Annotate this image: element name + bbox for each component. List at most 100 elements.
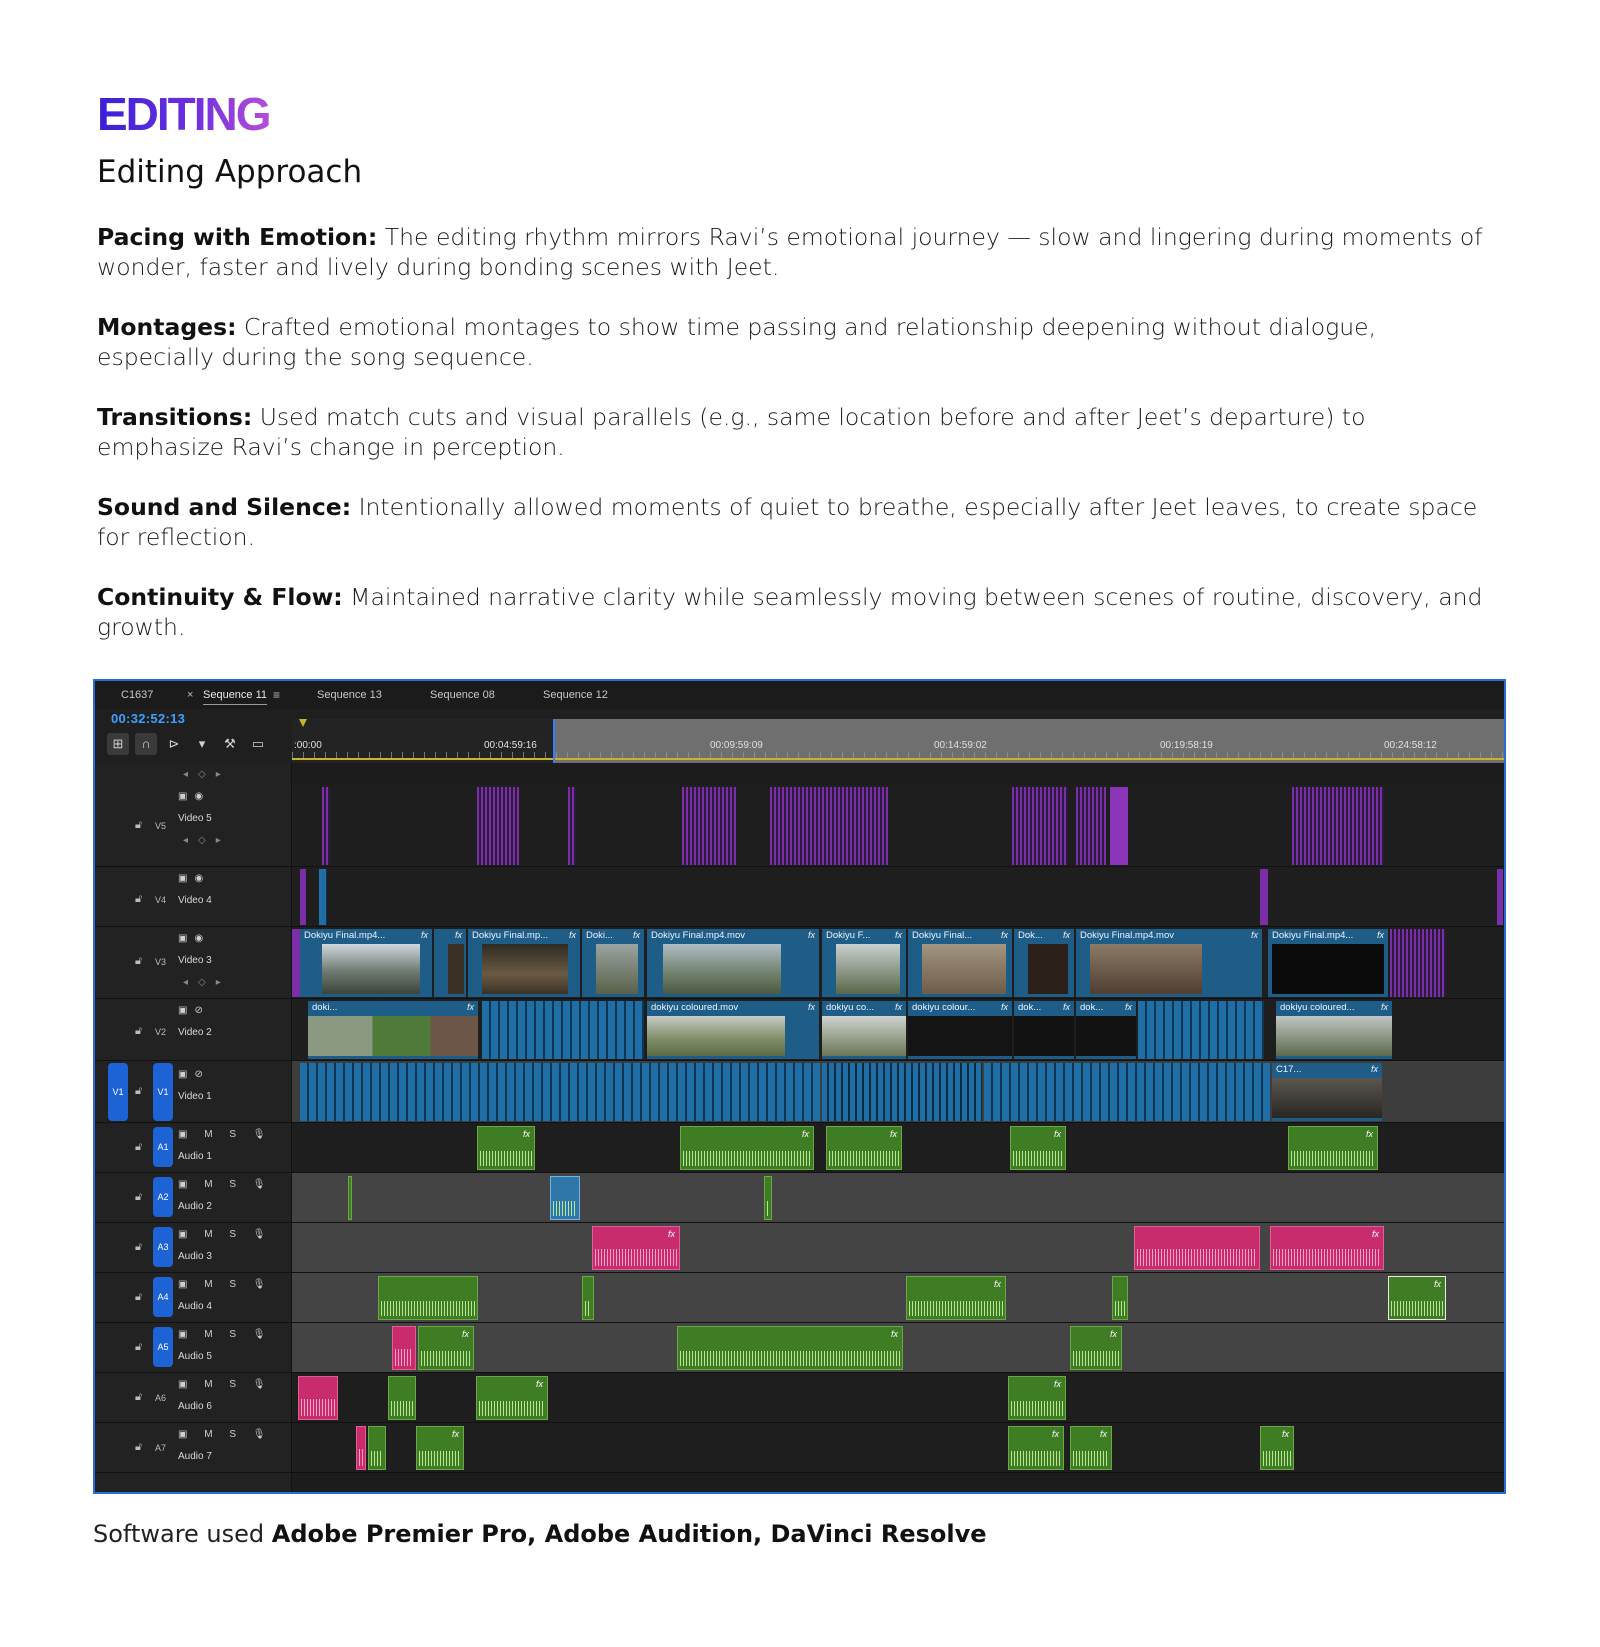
lock-icon[interactable]: 🔓︎ [135, 1441, 143, 1453]
lock-icon[interactable]: 🔓︎ [135, 893, 143, 905]
snap-magnet-icon[interactable]: ∩ [135, 733, 157, 755]
audio-clip[interactable]: fx [1008, 1426, 1064, 1470]
lane-a6[interactable]: fx fx [292, 1373, 1504, 1423]
eye-off-icon[interactable]: ▣⊘ [178, 1069, 210, 1080]
clip-purple[interactable] [1076, 787, 1106, 865]
clip-purple[interactable] [1110, 787, 1128, 865]
lane-a2[interactable] [292, 1173, 1504, 1223]
time-ruler[interactable]: :00:00 00:04:59:16 00:09:59:09 00:14:59:… [292, 719, 1504, 763]
track-target-a1[interactable]: A1 [153, 1127, 173, 1167]
audio-clip[interactable]: fx [906, 1276, 1006, 1320]
playhead[interactable] [553, 719, 555, 763]
track-target-a4[interactable]: A4 [153, 1277, 173, 1317]
audio-clip[interactable] [1134, 1226, 1260, 1270]
tab-sequence-13[interactable]: Sequence 13 [317, 689, 382, 701]
track-id[interactable]: A7 [155, 1443, 167, 1453]
track-id[interactable]: V5 [155, 821, 167, 831]
eye-off-icon[interactable]: ▣⊘ [178, 1005, 210, 1016]
audio-clip[interactable] [1112, 1276, 1128, 1320]
mute-solo-mic-icons[interactable]: ▣ M S 🎙︎ [178, 1179, 273, 1190]
video-clip[interactable]: Dokiyu F...fx [822, 929, 906, 997]
audio-clip[interactable] [550, 1176, 580, 1220]
tab-sequence-11[interactable]: Sequence 11 [203, 689, 268, 705]
linked-selection-icon[interactable]: ⊳ [168, 736, 180, 751]
lane-a7[interactable]: fx fx fx fx [292, 1423, 1504, 1473]
keyframe-nav-icon[interactable]: ◂◇▸ [183, 835, 231, 846]
tab-sequence-08[interactable]: Sequence 08 [430, 689, 495, 701]
clip-purple[interactable] [292, 929, 300, 997]
track-target-a2[interactable]: A2 [153, 1177, 173, 1217]
clip-purple[interactable] [568, 787, 576, 865]
video-clip[interactable]: Dokiyu Final.mp4...fx [300, 929, 432, 997]
clip-purple[interactable] [770, 787, 888, 865]
audio-clip[interactable] [378, 1276, 478, 1320]
close-icon[interactable]: × [187, 689, 194, 701]
video-clip[interactable]: doki...fx [308, 1001, 478, 1059]
playhead-timecode[interactable]: 00:32:52:13 [111, 711, 186, 726]
clip-purple[interactable] [1292, 787, 1384, 865]
audio-clip[interactable] [582, 1276, 594, 1320]
track-target-a3[interactable]: A3 [153, 1227, 173, 1267]
mute-solo-mic-icons[interactable]: ▣ M S 🎙︎ [178, 1229, 273, 1240]
video-clip[interactable]: dokiyu colour...fx [908, 1001, 1012, 1059]
lock-icon[interactable]: 🔓︎ [135, 1191, 143, 1203]
lane-a3[interactable]: fx fx [292, 1223, 1504, 1273]
captions-icon[interactable]: ▭ [251, 736, 265, 751]
video-clip[interactable]: fx [434, 929, 466, 997]
lane-a5[interactable]: fx fx fx [292, 1323, 1504, 1373]
keyframe-nav-icon[interactable]: ◂◇▸ [183, 977, 231, 988]
audio-clip[interactable] [298, 1376, 338, 1420]
lock-icon[interactable]: 🔓︎ [135, 1391, 143, 1403]
audio-clip[interactable]: fx [1010, 1126, 1066, 1170]
video-clip[interactable]: dok...fx [1014, 1001, 1074, 1059]
audio-clip[interactable]: fx [1270, 1226, 1384, 1270]
audio-clip[interactable]: fx [1288, 1126, 1378, 1170]
clip-blue[interactable] [482, 1001, 644, 1059]
video-clip[interactable]: dokiyu co...fx [822, 1001, 906, 1059]
track-target-v1[interactable]: V1 [153, 1063, 173, 1121]
audio-clip[interactable]: fx [477, 1126, 535, 1170]
keyframe-nav-icon[interactable]: ◂◇▸ [183, 769, 231, 780]
audio-clip[interactable] [764, 1176, 772, 1220]
eye-icon[interactable]: ▣◉ [178, 933, 211, 944]
video-clip[interactable]: C17...fx [1272, 1063, 1382, 1121]
clip-purple[interactable] [300, 869, 306, 925]
audio-clip[interactable]: fx [1070, 1326, 1122, 1370]
audio-clip[interactable] [356, 1426, 366, 1470]
audio-clip[interactable]: fx [1260, 1426, 1294, 1470]
clip-purple[interactable] [1390, 929, 1446, 997]
lane-v5[interactable] [292, 785, 1504, 867]
clip-purple[interactable] [322, 787, 330, 865]
video-clip[interactable]: Dokiyu Final.mp...fx [468, 929, 580, 997]
track-id[interactable]: V4 [155, 895, 167, 905]
audio-clip[interactable]: fx [1388, 1276, 1446, 1320]
lane-v1[interactable]: C17...fx [292, 1061, 1504, 1123]
audio-clip[interactable] [368, 1426, 386, 1470]
lock-icon[interactable]: 🔓︎ [135, 1085, 143, 1097]
lock-icon[interactable]: 🔓︎ [135, 955, 143, 967]
audio-clip[interactable]: fx [1008, 1376, 1066, 1420]
audio-clip[interactable]: fx [680, 1126, 814, 1170]
audio-clip[interactable]: fx [416, 1426, 464, 1470]
audio-clip[interactable]: fx [476, 1376, 548, 1420]
video-clip[interactable]: Dok...fx [1014, 929, 1074, 997]
audio-clip[interactable]: fx [1070, 1426, 1112, 1470]
audio-clip[interactable] [348, 1176, 352, 1220]
track-id[interactable]: V3 [155, 957, 167, 967]
track-lanes[interactable]: Dokiyu Final.mp4...fx fx Dokiyu Final.mp… [292, 763, 1504, 1492]
mute-solo-mic-icons[interactable]: ▣ M S 🎙︎ [178, 1279, 273, 1290]
lock-icon[interactable]: 🔓︎ [135, 1025, 143, 1037]
audio-clip[interactable] [388, 1376, 416, 1420]
lock-icon[interactable]: 🔓︎ [135, 819, 143, 831]
video-clip[interactable]: Dokiyu Final.mp4...fx [1268, 929, 1388, 997]
eye-icon[interactable]: ▣◉ [178, 791, 211, 802]
clip-blue[interactable] [300, 1063, 820, 1121]
tab-c1637[interactable]: C1637 [121, 689, 154, 701]
eye-icon[interactable]: ▣◉ [178, 873, 211, 884]
tab-menu-icon[interactable]: ≡ [273, 688, 281, 702]
wrench-settings-icon[interactable]: ⚒ [224, 736, 236, 751]
